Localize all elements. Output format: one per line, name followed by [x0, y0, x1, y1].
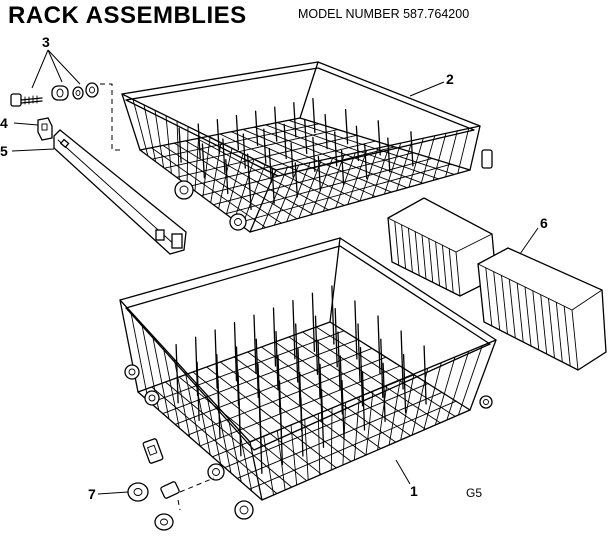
- callout-6: 6: [540, 215, 548, 231]
- rack-wheel-icon: [144, 390, 160, 406]
- callout-7: 7: [88, 486, 96, 502]
- model-number: MODEL NUMBER 587.764200: [298, 7, 470, 21]
- rack-wheel-icon: [229, 213, 247, 231]
- callout-2: 2: [446, 71, 454, 87]
- rack-bolt-assembly[interactable]: [10, 82, 122, 151]
- figure-code: G5: [466, 486, 482, 500]
- rack-wheel-icon: [234, 500, 254, 520]
- rack-wheel-icon: [479, 395, 493, 409]
- lower-rack[interactable]: [119, 237, 497, 520]
- callout-1: 1: [410, 483, 418, 499]
- callout-3: 3: [42, 34, 50, 50]
- rack-wheel-icon: [124, 364, 140, 380]
- silverware-basket[interactable]: [387, 197, 607, 371]
- rack-wheel-icon: [174, 180, 194, 200]
- callout-5: 5: [0, 143, 8, 159]
- rack-stop-bracket[interactable]: [37, 117, 53, 141]
- rack-wheel-assembly[interactable]: [127, 438, 215, 531]
- slide-rail[interactable]: [53, 129, 187, 255]
- rack-wheel-icon: [207, 463, 225, 481]
- callout-4: 4: [0, 115, 8, 131]
- page-title: RACK ASSEMBLIES: [8, 2, 247, 29]
- upper-rack[interactable]: [121, 61, 493, 233]
